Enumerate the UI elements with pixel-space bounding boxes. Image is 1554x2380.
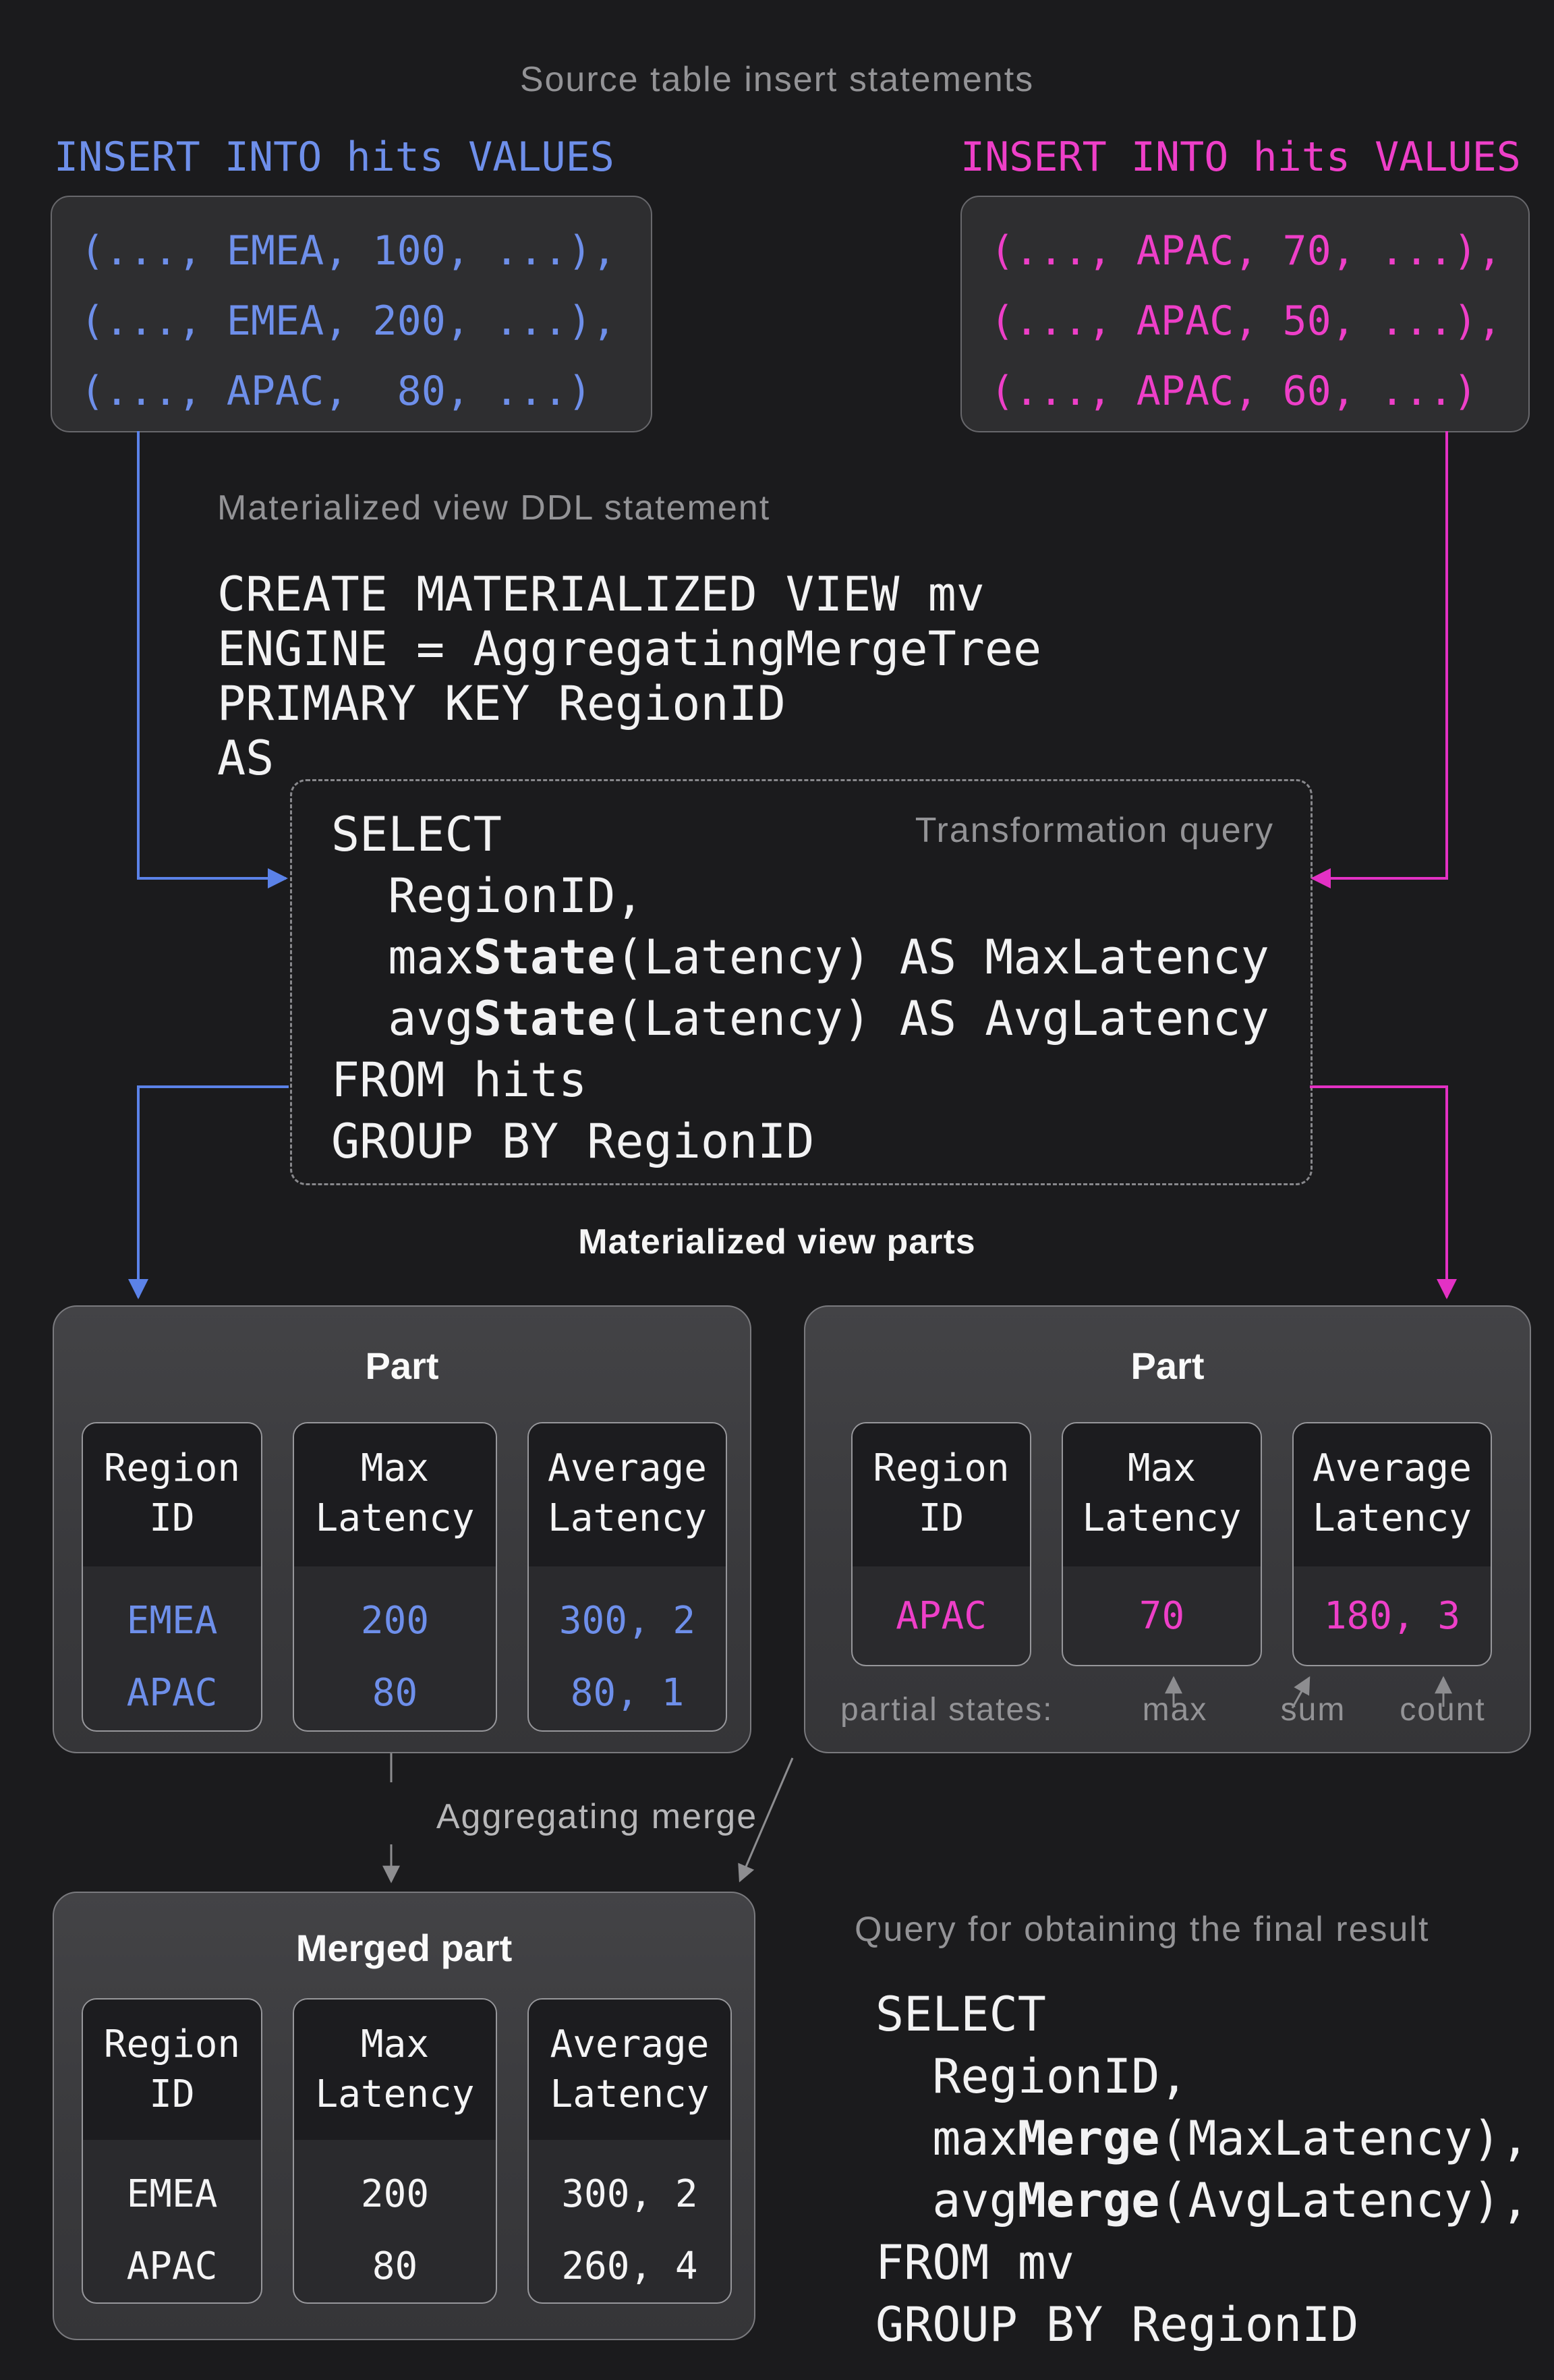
code-line: FROM mv [875, 2232, 1529, 2294]
code-line: RegionID, [875, 2045, 1529, 2107]
table-column-card: Region ID APAC [851, 1422, 1031, 1666]
part-right-table: Region ID APAC Max Latency 70 Average Latenc… [851, 1422, 1492, 1666]
column-values: 300, 2260, 4 [529, 2140, 730, 2302]
table-column-card: Max Latency 70 [1062, 1422, 1262, 1666]
table-cell-value: 80 [294, 1657, 496, 1729]
insert-right-box: (..., APAC, 70, ...), (..., APAC, 50, ..… [960, 196, 1530, 432]
column-header: Region ID [853, 1423, 1030, 1566]
column-header: Average Latency [529, 1423, 726, 1566]
transformation-query-code: SELECT RegionID, maxState(Latency) AS Ma… [331, 804, 1269, 1172]
blue-transform-to-part-arrow [138, 1087, 289, 1297]
table-cell-value: 80 [294, 2230, 496, 2302]
table-cell-value: 180, 3 [1324, 1580, 1460, 1652]
partial-state-max-label: max [1143, 1691, 1208, 1728]
aggregating-merge-label: Aggregating merge [405, 1796, 789, 1837]
column-header: Region ID [83, 2000, 261, 2140]
insert-right-code: (..., APAC, 70, ...), (..., APAC, 50, ..… [990, 216, 1502, 426]
partial-state-sum-label: sum [1281, 1691, 1346, 1728]
column-header: Max Latency [1063, 1423, 1261, 1566]
table-column-card: Average Latency 180, 3 [1292, 1422, 1492, 1666]
table-column-card: Region IDEMEAAPAC [82, 1998, 262, 2304]
table-column-card: Average Latency300, 2260, 4 [527, 1998, 732, 2304]
insert-left-label: INSERT INTO hits VALUES [54, 137, 614, 177]
table-column-card: Max Latency20080 [293, 1998, 497, 2304]
page-title: Source table insert statements [0, 59, 1554, 100]
part-box-right: Part Region ID APAC Max Latency 70 Average L… [804, 1305, 1531, 1753]
insert-right-label: INSERT INTO hits VALUES [960, 137, 1521, 177]
column-values: 300, 280, 1 [529, 1566, 726, 1730]
part-right-title: Part [805, 1344, 1530, 1388]
code-line: avgState(Latency) AS AvgLatency [331, 988, 1269, 1050]
table-cell-value: 300, 2 [529, 1585, 726, 1657]
part-box-left: Part Region IDEMEAAPACMax Latency20080Av… [53, 1305, 751, 1753]
code-line: GROUP BY RegionID [331, 1111, 1269, 1172]
code-line: FROM hits [331, 1050, 1269, 1111]
column-header: Region ID [83, 1423, 261, 1566]
column-header: Average Latency [529, 2000, 730, 2140]
column-header: Max Latency [294, 1423, 496, 1566]
part-left-title: Part [54, 1344, 750, 1388]
column-values: 180, 3 [1294, 1566, 1491, 1665]
code-line: SELECT [331, 804, 1269, 866]
table-cell-value: 80, 1 [529, 1657, 726, 1729]
table-cell-value: 200 [294, 2158, 496, 2230]
insert-left-box: (..., EMEA, 100, ...), (..., EMEA, 200, … [51, 196, 652, 432]
column-values: 20080 [294, 2140, 496, 2302]
code-line: RegionID, [331, 866, 1269, 927]
pink-transform-to-part-arrow [1310, 1087, 1447, 1297]
table-cell-value: EMEA [83, 2158, 261, 2230]
code-line: avgMerge(AvgLatency), [875, 2170, 1529, 2232]
part-left-table: Region IDEMEAAPACMax Latency20080Average… [82, 1422, 727, 1732]
merged-part-table: Region IDEMEAAPACMax Latency20080Average… [82, 1998, 732, 2304]
table-cell-value: APAC [83, 2230, 261, 2302]
final-query-code: SELECT RegionID, maxMerge(MaxLatency), a… [875, 1983, 1529, 2356]
table-column-card: Average Latency300, 280, 1 [527, 1422, 727, 1732]
table-cell-value: 200 [294, 1585, 496, 1657]
table-cell-value: EMEA [83, 1585, 261, 1657]
table-cell-value: 300, 2 [529, 2158, 730, 2230]
merged-part-box: Merged part Region IDEMEAAPACMax Latency… [53, 1892, 755, 2340]
ddl-label: Materialized view DDL statement [217, 488, 770, 528]
table-cell-value: APAC [896, 1580, 987, 1652]
column-values: APAC [853, 1566, 1030, 1665]
code-line: GROUP BY RegionID [875, 2294, 1529, 2356]
column-values: EMEAAPAC [83, 1566, 261, 1730]
final-query-label: Query for obtaining the final result [855, 1909, 1429, 1950]
merged-part-title: Merged part [54, 1926, 754, 1970]
table-cell-value: 260, 4 [529, 2230, 730, 2302]
partial-state-count-label: count [1400, 1691, 1485, 1728]
pink-insert-to-transform-arrow [1313, 431, 1447, 878]
table-cell-value: APAC [83, 1657, 261, 1729]
partial-states-label: partial states: [840, 1691, 1053, 1728]
column-values: EMEAAPAC [83, 2140, 261, 2302]
parts-heading: Materialized view parts [0, 1222, 1554, 1262]
insert-left-code: (..., EMEA, 100, ...), (..., EMEA, 200, … [80, 216, 616, 426]
ddl-code: CREATE MATERIALIZED VIEW mv ENGINE = Agg… [217, 567, 1041, 786]
table-cell-value: 70 [1139, 1580, 1184, 1652]
table-column-card: Max Latency20080 [293, 1422, 497, 1732]
column-values: 20080 [294, 1566, 496, 1730]
table-column-card: Region IDEMEAAPAC [82, 1422, 262, 1732]
code-line: maxMerge(MaxLatency), [875, 2107, 1529, 2170]
code-line: SELECT [875, 1983, 1529, 2045]
column-header: Average Latency [1294, 1423, 1491, 1566]
code-line: maxState(Latency) AS MaxLatency [331, 927, 1269, 988]
column-values: 70 [1063, 1566, 1261, 1665]
transformation-query-box: Transformation query SELECT RegionID, ma… [290, 779, 1313, 1185]
column-header: Max Latency [294, 2000, 496, 2140]
